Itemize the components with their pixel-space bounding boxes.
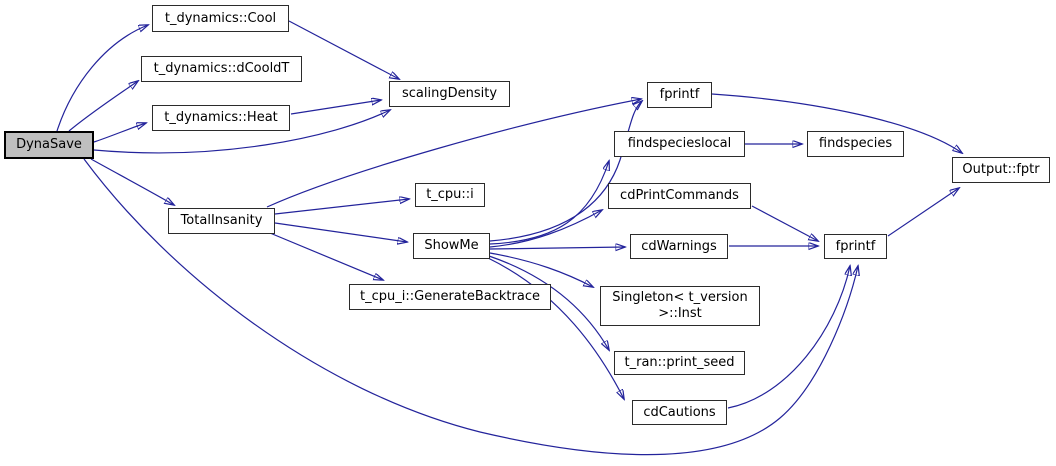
edge-showme-cd-cautions xyxy=(487,257,624,399)
node-cool[interactable]: t_dynamics::Cool xyxy=(152,5,289,32)
edge-dynasave-dcooldt xyxy=(68,81,138,132)
node-label: t_cpu_i::GenerateBacktrace xyxy=(360,289,540,304)
node-label: findspecieslocal xyxy=(627,136,732,151)
node-cd-cautions[interactable]: cdCautions xyxy=(632,400,727,425)
node-label: cdPrintCommands xyxy=(620,188,739,203)
edge-cd-cautions-fprintf-mid xyxy=(727,266,850,409)
node-label: t_cpu::i xyxy=(426,187,474,202)
node-label: fprintf xyxy=(835,238,876,254)
node-label: t_dynamics::dCooldT xyxy=(153,61,290,76)
node-singleton-inst[interactable]: Singleton< t_version >::Inst xyxy=(600,286,760,326)
node-label: scalingDensity xyxy=(401,86,498,101)
node-dynasave[interactable]: DynaSave xyxy=(4,131,94,159)
edge-fprintf-top-output-fptr xyxy=(711,93,962,153)
edge-dynasave-total-insanity xyxy=(90,158,174,205)
edge-cool-scaling-density xyxy=(288,20,399,79)
node-print-seed[interactable]: t_ran::print_seed xyxy=(614,351,745,375)
edge-showme-cd-print-commands xyxy=(489,210,602,248)
edge-total-insanity-showme xyxy=(274,222,407,242)
node-label: cdCautions xyxy=(643,404,716,420)
edge-total-insanity-t-cpu-i xyxy=(274,199,409,215)
node-label: DynaSave xyxy=(16,137,82,152)
edge-heat-scaling-density xyxy=(290,100,381,115)
node-generate-backtrace[interactable]: t_cpu_i::GenerateBacktrace xyxy=(349,284,551,310)
node-findspecies[interactable]: findspecies xyxy=(807,131,904,157)
edge-total-insanity-fprintf-top xyxy=(266,99,641,208)
edge-showme-singleton-inst xyxy=(489,252,593,287)
node-fprintf-mid[interactable]: fprintf xyxy=(824,234,887,259)
node-label: Output::fptr xyxy=(962,162,1040,177)
edge-dynasave-fprintf-mid xyxy=(83,158,858,456)
node-scaling-density[interactable]: scalingDensity xyxy=(389,81,510,107)
node-heat[interactable]: t_dynamics::Heat xyxy=(152,105,290,131)
node-label: ShowMe xyxy=(424,238,479,253)
edge-showme-cd-warnings xyxy=(489,247,625,249)
edge-dynasave-scaling-density xyxy=(93,110,390,154)
edge-fprintf-mid-output-fptr xyxy=(887,188,959,237)
node-dcooldt[interactable]: t_dynamics::dCooldT xyxy=(141,56,302,82)
node-output-fptr[interactable]: Output::fptr xyxy=(952,157,1050,183)
node-label: TotalInsanity xyxy=(180,213,263,228)
node-showme[interactable]: ShowMe xyxy=(413,233,490,259)
node-label: fprintf xyxy=(659,87,700,102)
edge-cd-print-commands-fprintf-mid xyxy=(751,205,818,241)
edge-showme-print-seed xyxy=(488,255,609,350)
node-total-insanity[interactable]: TotalInsanity xyxy=(168,208,275,234)
node-cd-print-commands[interactable]: cdPrintCommands xyxy=(608,183,751,209)
node-label: cdWarnings xyxy=(641,238,717,254)
edge-showme-findspecieslocal xyxy=(489,161,609,245)
node-label: findspecies xyxy=(818,136,893,151)
edge-dynasave-cool xyxy=(56,25,148,132)
node-cd-warnings[interactable]: cdWarnings xyxy=(630,234,728,259)
node-findspecieslocal[interactable]: findspecieslocal xyxy=(614,131,745,157)
edge-dynasave-heat xyxy=(93,123,146,143)
node-t-cpu-i[interactable]: t_cpu::i xyxy=(415,183,485,207)
node-label: t_ran::print_seed xyxy=(624,355,735,370)
node-label: Singleton< t_version >::Inst xyxy=(612,290,748,321)
edge-total-insanity-generate-backtrace xyxy=(269,232,383,280)
edge-showme-fprintf-top xyxy=(489,101,642,242)
node-label: t_dynamics::Cool xyxy=(164,10,277,26)
node-fprintf-top[interactable]: fprintf xyxy=(647,82,712,108)
node-label: t_dynamics::Heat xyxy=(164,110,278,125)
